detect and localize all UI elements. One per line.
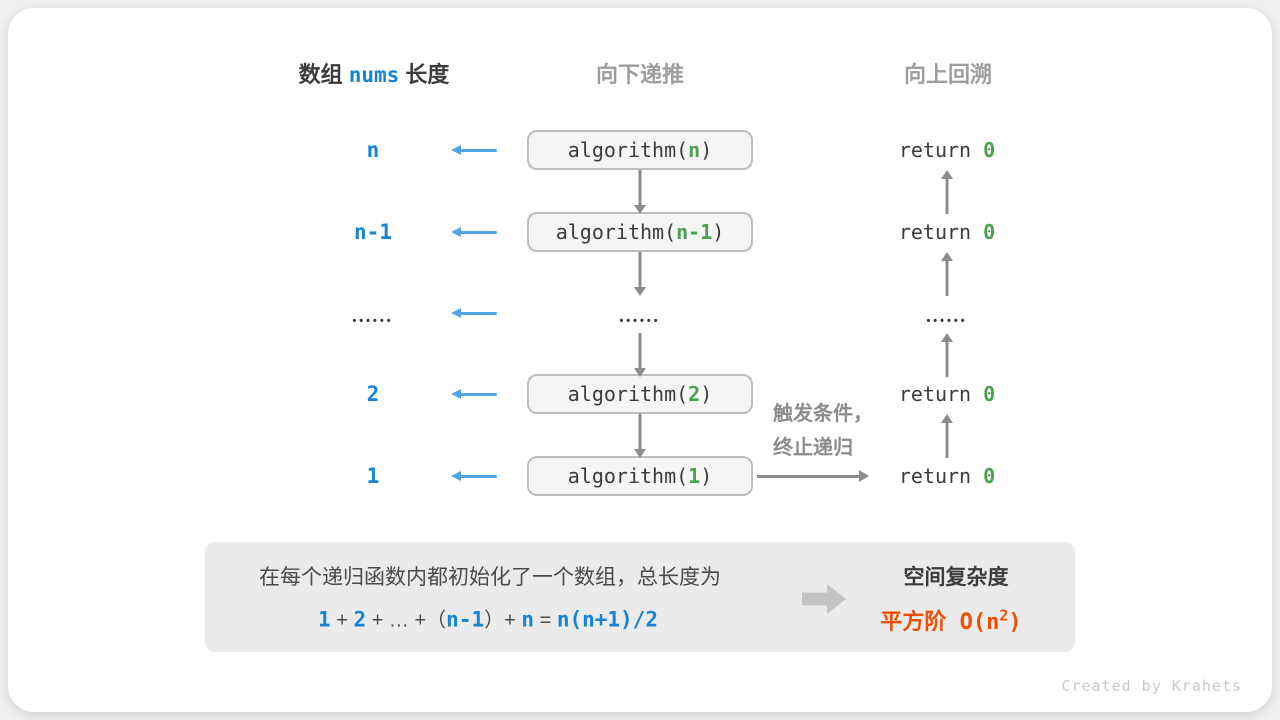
call-text: algorithm(	[567, 382, 689, 406]
return-statement: return 0	[899, 382, 995, 406]
formula-term: 1	[318, 607, 331, 632]
column-header-array-length: 数组 nums 长度	[299, 57, 450, 89]
return-value: 0	[983, 464, 996, 488]
formula-result: n(n+1)/2	[556, 607, 658, 632]
up-arrow-icon	[940, 414, 954, 458]
formula-operator: +（	[408, 609, 447, 632]
summary-text: 在每个递归函数内都初始化了一个数组，总长度为	[259, 566, 721, 589]
formula-operator: ）+	[484, 609, 522, 632]
algorithm-call-box-2: algorithm(2)	[527, 374, 753, 414]
return-statement: return 0	[899, 138, 995, 162]
column-header-recurse-down: 向下递推	[595, 62, 685, 87]
call-close: )	[700, 382, 713, 406]
return-value: 0	[983, 220, 996, 244]
blue-left-arrow-icon	[451, 388, 497, 400]
space-complexity-title: 空间复杂度	[903, 566, 1009, 589]
algorithm-call-box-n: algorithm(n)	[527, 130, 753, 170]
header-left-pre: 数组	[298, 62, 349, 87]
blue-left-arrow-icon	[451, 470, 497, 482]
credit-text: Created by Krahets	[1061, 677, 1242, 695]
call-text: algorithm(	[567, 464, 689, 488]
termination-note-line2: 终止递归	[773, 437, 853, 459]
call-close: )	[700, 464, 713, 488]
return-statement: return 0	[899, 220, 995, 244]
down-arrow-icon	[633, 333, 647, 377]
level-label-2: 2	[366, 382, 380, 406]
column-header-backtrack-up: 向上回溯	[903, 62, 993, 87]
middle-ellipsis: ••••••	[619, 315, 661, 327]
level-label-n-1: n-1	[354, 220, 392, 244]
blue-left-arrow-icon	[451, 307, 497, 319]
formula-term: n-1	[446, 607, 485, 632]
return-keyword: return	[898, 464, 984, 488]
return-keyword: return	[898, 382, 984, 406]
header-nums-code: nums	[348, 63, 400, 87]
call-text: algorithm(	[567, 138, 689, 162]
right-arrow-icon	[757, 469, 869, 483]
call-close: )	[700, 138, 713, 162]
complexity-exponent: 2	[999, 606, 1009, 625]
formula-term: n	[521, 607, 535, 632]
call-arg: 2	[688, 382, 701, 406]
termination-note: 触发条件， 终止递归	[773, 397, 873, 465]
return-statement: return 0	[899, 464, 995, 488]
header-left-post: 长度	[399, 62, 450, 87]
level-label-n: n	[366, 138, 380, 162]
call-text: algorithm(	[555, 220, 677, 244]
complexity-close: )	[1008, 610, 1022, 635]
call-arg: 1	[688, 464, 701, 488]
return-value: 0	[983, 382, 996, 406]
up-arrow-icon	[940, 170, 954, 214]
return-value: 0	[983, 138, 996, 162]
summary-panel	[205, 542, 1075, 652]
call-close: )	[712, 220, 725, 244]
blue-left-arrow-icon	[451, 226, 497, 238]
termination-note-line1: 触发条件，	[773, 403, 873, 425]
formula-ellipsis: …	[388, 609, 409, 632]
level-label-1: 1	[366, 464, 380, 488]
blue-left-arrow-icon	[451, 144, 497, 156]
algorithm-call-box-n-1: algorithm(n-1)	[527, 212, 753, 252]
algorithm-call-box-1: algorithm(1)	[527, 456, 753, 496]
formula-term: 2	[353, 607, 367, 632]
block-arrow-icon	[802, 584, 846, 614]
up-arrow-icon	[940, 333, 954, 377]
down-arrow-icon	[633, 414, 647, 458]
return-keyword: return	[898, 138, 984, 162]
call-arg: n	[688, 138, 701, 162]
level-label-ellipsis: ••••••	[352, 315, 394, 327]
summary-formula: 1 + 2 + … +（n-1）+ n = n(n+1)/2	[318, 604, 658, 633]
down-arrow-icon	[633, 170, 647, 214]
complexity-pre: 平方阶 O(n	[880, 610, 1000, 635]
right-ellipsis: ••••••	[926, 315, 968, 327]
formula-operator: =	[534, 609, 557, 632]
return-keyword: return	[898, 220, 984, 244]
call-arg: n-1	[676, 220, 713, 244]
down-arrow-icon	[633, 252, 647, 296]
formula-operator: +	[366, 609, 389, 632]
formula-operator: +	[330, 609, 354, 632]
space-complexity-value: 平方阶 O(n2)	[880, 604, 1021, 636]
up-arrow-icon	[940, 252, 954, 296]
